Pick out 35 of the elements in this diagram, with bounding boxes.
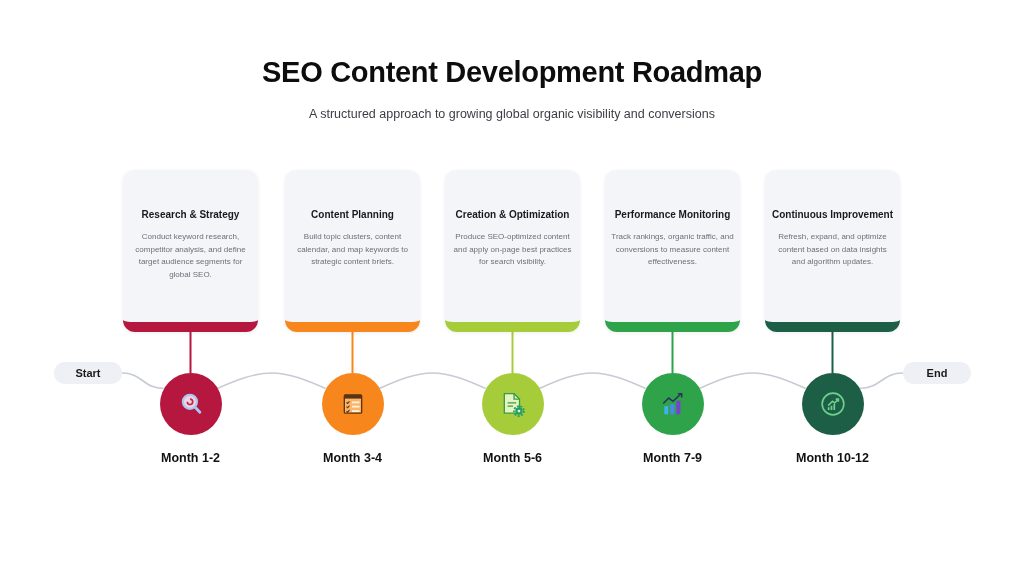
card-heading: Research & Strategy <box>141 208 240 221</box>
month-label: Month 5-6 <box>483 450 542 466</box>
month-label: Month 1-2 <box>161 450 220 466</box>
connector-line <box>378 372 487 390</box>
card-heading: Content Planning <box>311 208 394 221</box>
connector-line <box>538 372 647 390</box>
connector-line <box>189 331 192 374</box>
month-label: Month 3-4 <box>323 450 382 466</box>
phase-card <box>123 170 258 332</box>
connector-line <box>351 331 354 374</box>
card-description: Track rankings, organic traffic, and conversions to measure content effectiveness. <box>611 231 734 268</box>
connector-line <box>671 331 674 374</box>
month-label: Month 7-9 <box>643 450 702 466</box>
phase-card <box>445 170 580 332</box>
card-heading: Performance Monitoring <box>614 208 731 221</box>
connector-line <box>831 331 834 374</box>
timeline-endpoint: End <box>903 362 971 384</box>
card-description: Conduct keyword research, competitor analysis, and define target audience segments for global SEO. <box>134 231 247 281</box>
card-heading: Creation & Optimization <box>455 208 570 221</box>
timeline-endpoint: Start <box>54 362 122 384</box>
card-description: Refresh, expand, and optimize content based on data insights and algorithm updates. <box>777 231 888 268</box>
phase-card <box>765 170 900 332</box>
connector-line <box>511 331 514 374</box>
card-description: Build topic clusters, content calendar, and map keywords to strategic content briefs. <box>296 231 409 268</box>
subtitle: A structured approach to growing global organic visibility and conversions <box>309 106 715 122</box>
phase-card <box>605 170 740 332</box>
connector-line <box>216 372 327 390</box>
connector-line <box>698 372 807 390</box>
connector-line <box>121 372 165 390</box>
connector-line <box>858 372 904 390</box>
card-heading: Continuous Improvement <box>771 208 894 221</box>
phase-card <box>285 170 420 332</box>
title: SEO Content Development Roadmap <box>262 55 762 90</box>
month-label: Month 10-12 <box>796 450 869 466</box>
card-description: Produce SEO-optimized content and apply on-page best practices for search visibility. <box>452 231 573 268</box>
